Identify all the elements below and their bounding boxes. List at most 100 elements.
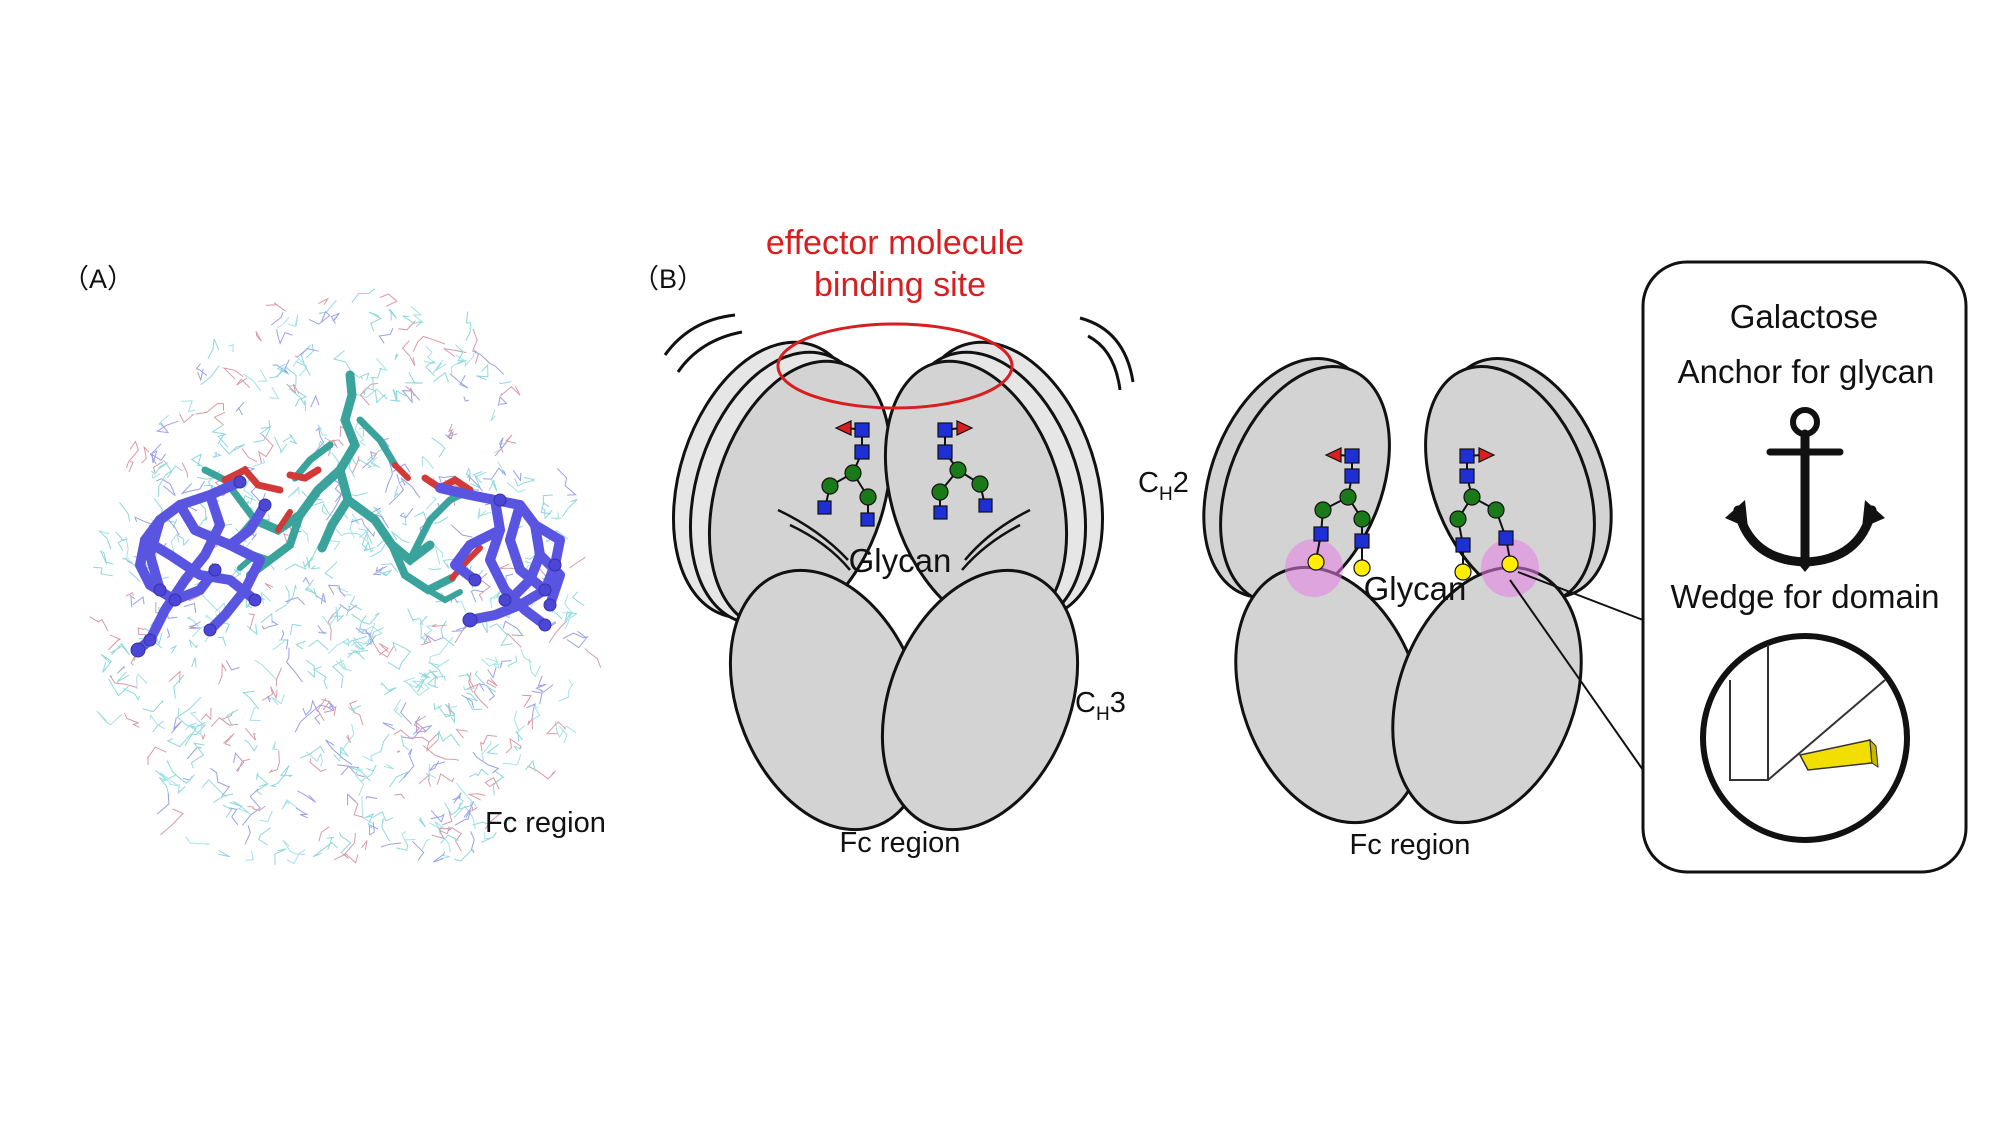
wireframe-bond — [401, 513, 407, 526]
wireframe-bond — [170, 717, 182, 734]
wireframe-bond — [486, 743, 499, 755]
wireframe-bond — [463, 685, 475, 691]
protein-backbone — [133, 477, 565, 655]
wireframe-bond — [100, 653, 113, 673]
wireframe-bond — [185, 725, 191, 731]
wireframe-bond — [380, 842, 402, 848]
wireframe-bond — [461, 694, 474, 708]
anchor-icon — [1725, 407, 1885, 572]
glcnac-icon — [937, 422, 953, 438]
wireframe-bond — [415, 672, 429, 688]
glcnac-icon — [1498, 530, 1514, 546]
wireframe-bond — [157, 459, 173, 498]
wireframe-bond — [302, 576, 310, 585]
wireframe-bond — [481, 657, 500, 667]
ch2-letter: C — [1138, 467, 1159, 499]
wireframe-bond — [335, 660, 347, 671]
right-glycan-chain-right — [1449, 447, 1519, 581]
wireframe-bond — [351, 456, 360, 474]
wireframe-bond — [531, 690, 543, 705]
wireframe-bond — [152, 460, 164, 473]
wireframe-bond — [393, 729, 429, 743]
wireframe-bond — [470, 471, 487, 490]
wireframe-bond — [247, 805, 266, 812]
wireframe-bond — [186, 747, 202, 760]
wireframe-bond — [418, 816, 426, 828]
wireframe-bond — [281, 799, 299, 810]
wireframe-bond — [304, 588, 318, 598]
wireframe-bond — [242, 788, 261, 826]
mannose-icon — [949, 461, 967, 479]
wireframe-bond — [351, 612, 380, 625]
wireframe-bond — [502, 620, 524, 637]
wireframe-bond — [201, 733, 206, 741]
glcnac-icon — [1344, 468, 1360, 484]
glycan-chain-right — [931, 420, 993, 520]
wireframe-bond — [225, 659, 240, 671]
wireframe-bond — [393, 485, 399, 498]
wireframe-bond — [168, 670, 181, 683]
glcnac-icon — [860, 512, 875, 527]
wireframe-bond — [288, 388, 307, 412]
wireframe-bond — [347, 793, 357, 806]
left-region-label: Fc region — [840, 827, 961, 859]
wireframe-bond — [299, 745, 325, 759]
wireframe-bond — [425, 496, 437, 510]
wireframe-bond — [108, 634, 122, 651]
wireframe-bond — [110, 642, 131, 656]
wireframe-bond — [365, 796, 378, 799]
wireframe-bond — [422, 745, 459, 761]
wireframe-bond — [472, 751, 500, 774]
wireframe-bond — [325, 492, 343, 521]
wireframe-bond — [166, 760, 195, 784]
wireframe-bond — [426, 731, 441, 753]
wireframe-bond — [499, 660, 512, 669]
wireframe-bond — [286, 849, 306, 865]
wireframe-bond — [451, 626, 467, 632]
glcnac-icon — [937, 444, 953, 460]
wireframe-bond — [126, 440, 139, 469]
wireframe-bond — [500, 385, 521, 397]
wireframe-bond — [317, 625, 327, 634]
wireframe-bond — [309, 565, 321, 570]
wireframe-bond — [411, 680, 424, 690]
wireframe-bond — [237, 758, 251, 773]
wireframe-bond — [165, 516, 180, 536]
wireframe-bond — [376, 357, 388, 372]
wireframe-bond — [554, 720, 577, 739]
ch3-label: CH3 — [1075, 687, 1126, 725]
wireframe-bond — [455, 601, 467, 613]
wireframe-bond — [371, 634, 395, 658]
wireframe-bond — [444, 796, 464, 816]
wireframe-bond — [499, 437, 504, 453]
wireframe-bond — [478, 572, 491, 601]
wireframe-bond — [260, 420, 271, 429]
panel-b-label: （B） — [632, 264, 704, 294]
wireframe-bond — [423, 634, 444, 644]
wireframe-bond — [181, 462, 189, 478]
wireframe-bond — [566, 630, 588, 649]
wireframe-bond — [186, 616, 199, 627]
wireframe-bond — [358, 528, 369, 541]
wireframe-bond — [414, 511, 428, 524]
wireframe-bond — [434, 359, 447, 372]
wireframe-bond — [158, 774, 177, 797]
wireframe-bond — [472, 821, 490, 826]
wireframe-bond — [173, 674, 185, 699]
wireframe-bond — [361, 796, 373, 824]
wireframe-bond — [365, 387, 386, 404]
wireframe-bond — [355, 388, 388, 400]
wireframe-bond — [258, 827, 271, 846]
glcnac-icon — [1459, 448, 1475, 464]
wireframe-bond — [314, 713, 321, 725]
wireframe-bond — [497, 395, 508, 407]
wireframe-bond — [433, 371, 450, 383]
wireframe-bond — [405, 385, 415, 397]
wireframe-bond — [252, 458, 265, 467]
wireframe-bond — [440, 620, 455, 647]
wireframe-bond — [450, 354, 465, 375]
wireframe-bond — [383, 763, 395, 770]
wireframe-bond — [381, 563, 399, 573]
mannose-icon — [844, 464, 862, 482]
wireframe-bond — [333, 526, 370, 543]
